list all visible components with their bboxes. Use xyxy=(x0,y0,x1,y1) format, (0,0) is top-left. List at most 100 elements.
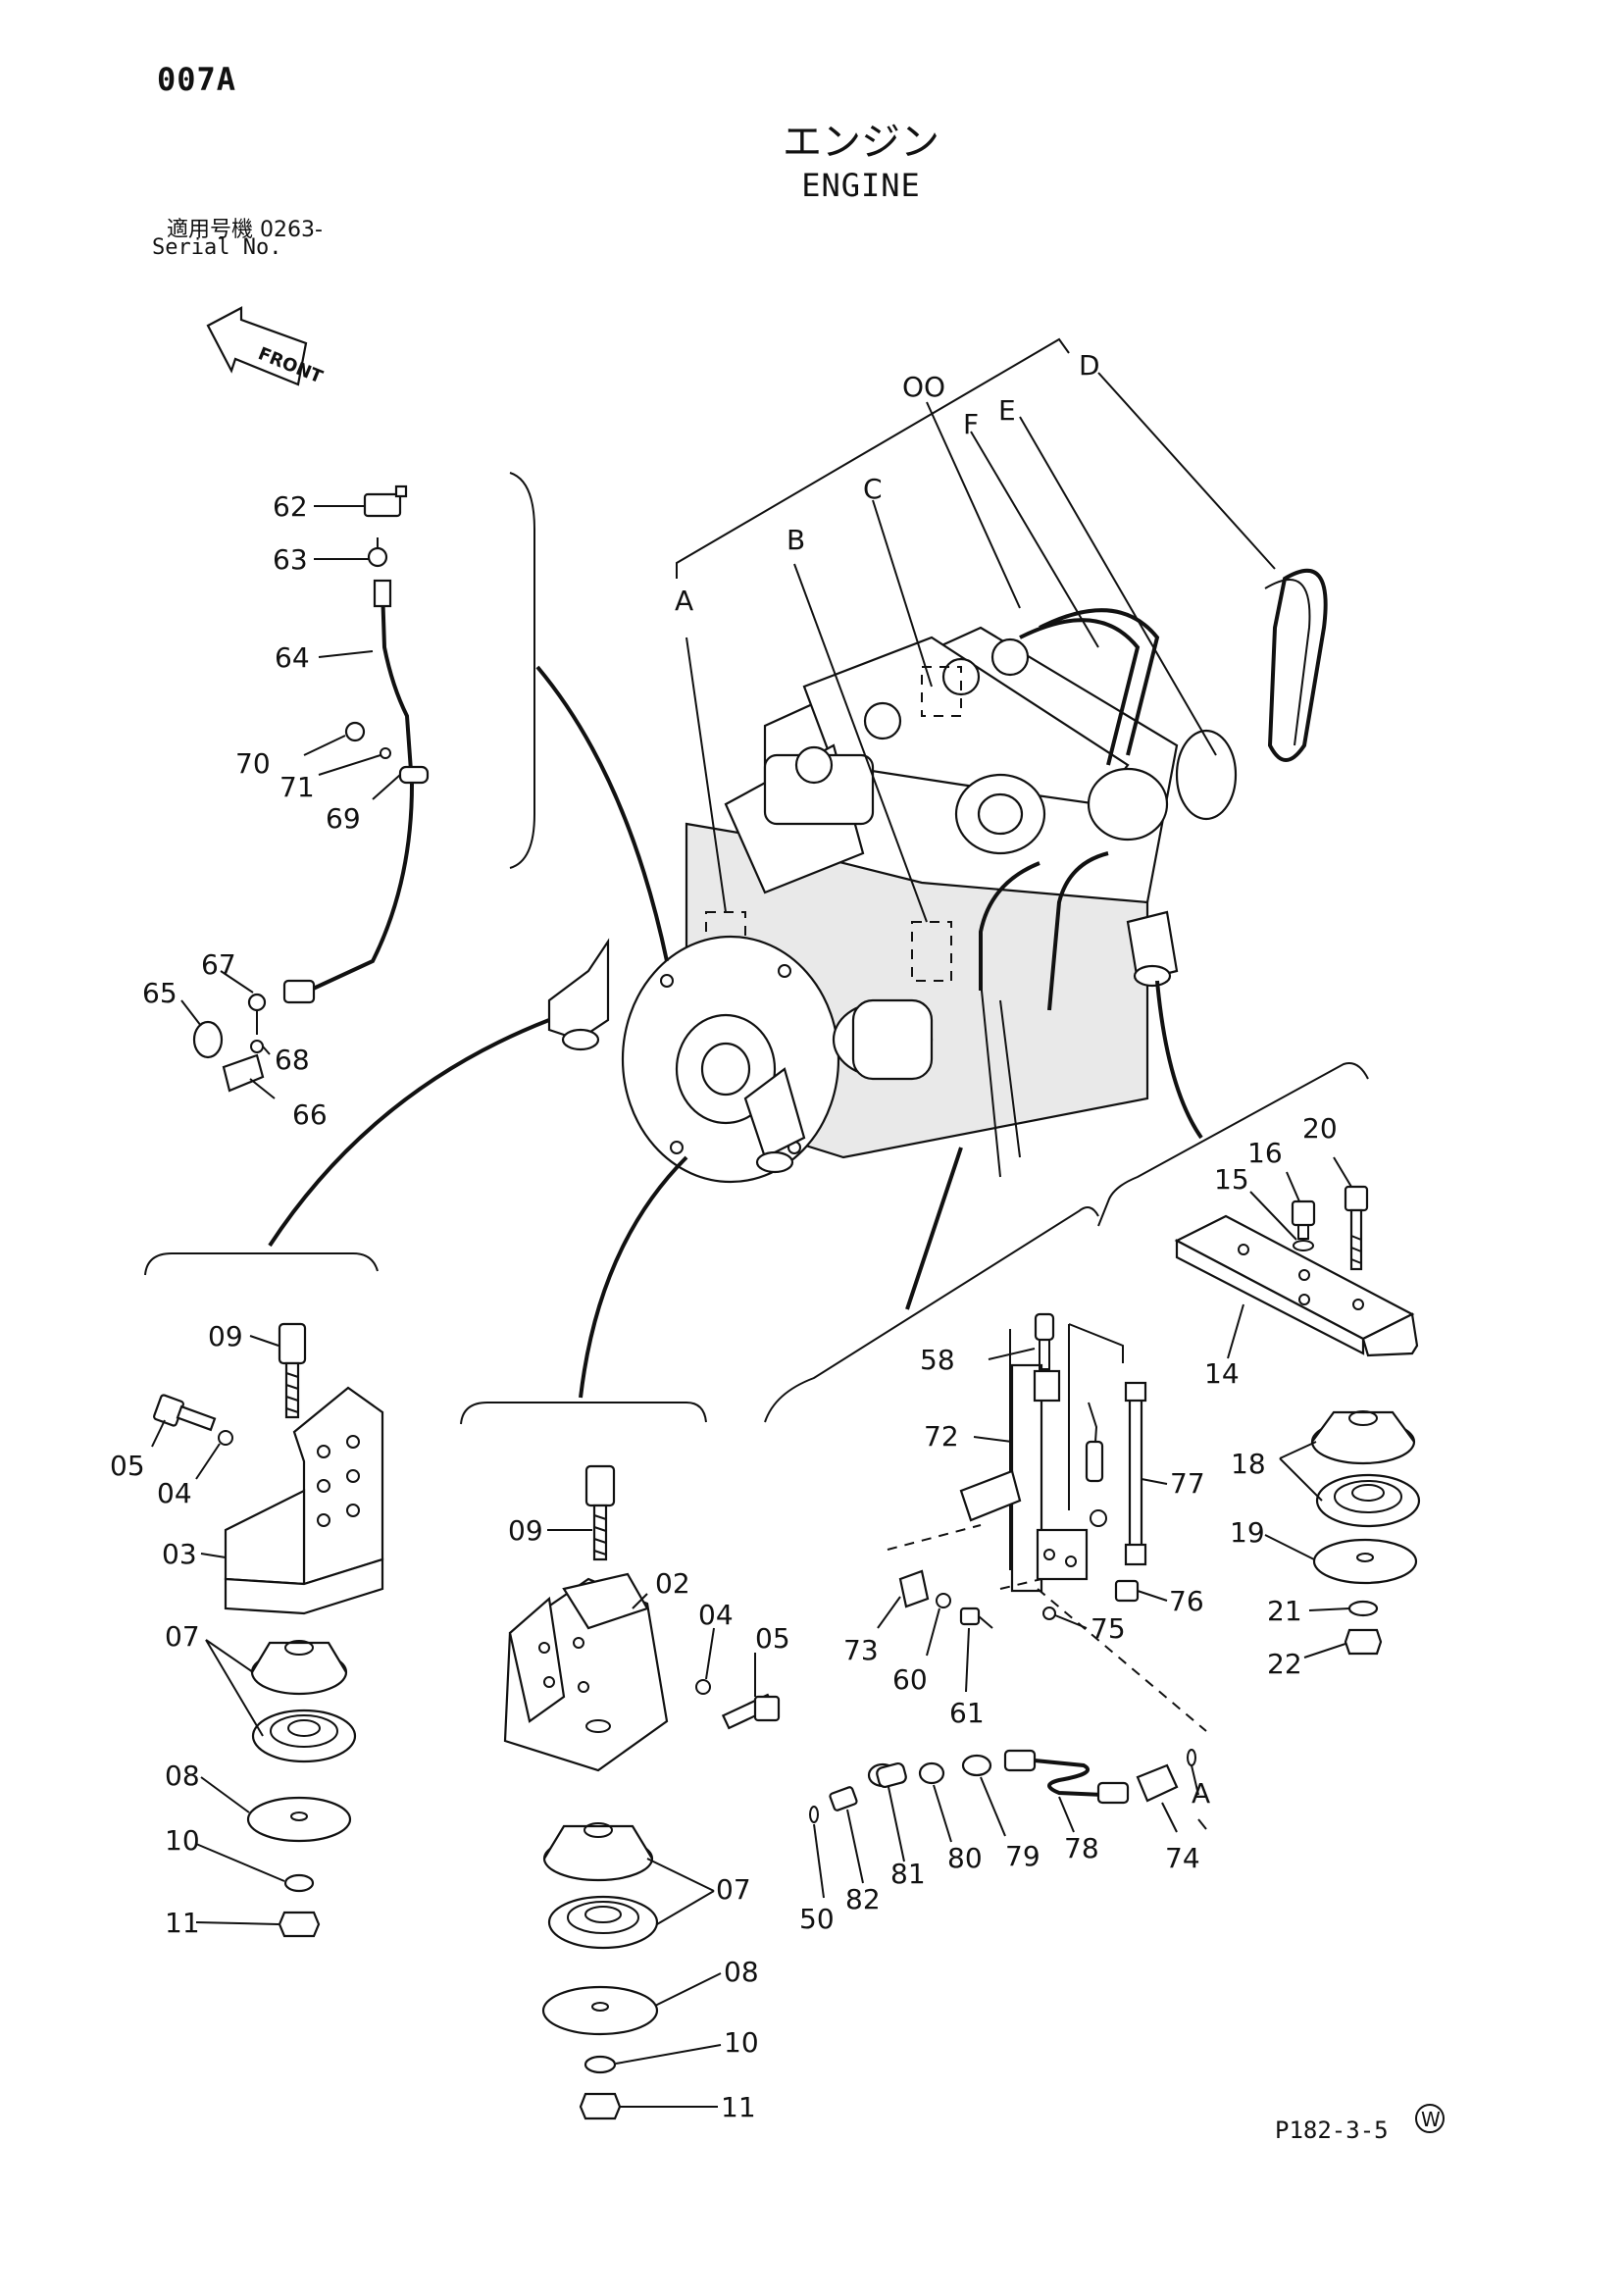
sensor-line-group: 58 72 77 76 75 73 60 61 50 82 81 80 79 7… xyxy=(799,1312,1210,1935)
serial-label-english: Serial No. xyxy=(152,235,282,260)
part-58-switch xyxy=(1034,1312,1055,1342)
part-74-tee xyxy=(1136,1763,1179,1803)
part-10-washer xyxy=(283,1873,315,1893)
callout-73: 73 xyxy=(843,1634,879,1666)
part-76-fitting xyxy=(1114,1579,1140,1603)
callout-76: 76 xyxy=(1169,1585,1204,1617)
part-50-oring xyxy=(809,1806,819,1823)
part-77-hose xyxy=(1128,1396,1143,1556)
part-70-bolt xyxy=(344,721,366,742)
callout-03: 03 xyxy=(162,1538,197,1570)
callout-68: 68 xyxy=(275,1044,310,1076)
callout-05-center: 05 xyxy=(755,1622,790,1655)
part-11-nut xyxy=(278,1911,321,1938)
center-mount-group: 09 02 04 05 07 08 10 11 xyxy=(503,1464,790,2123)
part-73-clip xyxy=(898,1569,930,1608)
part-04-washer xyxy=(218,1430,233,1446)
callout-63: 63 xyxy=(273,543,308,576)
part-22-nut xyxy=(1344,1628,1383,1656)
callout-70: 70 xyxy=(235,747,271,780)
callout-a-fitting: A xyxy=(1192,1777,1210,1810)
callout-79: 79 xyxy=(1005,1840,1040,1872)
part-71-washer xyxy=(380,747,391,759)
callout-18: 18 xyxy=(1231,1448,1266,1480)
callout-04-center: 04 xyxy=(698,1599,734,1631)
group-letter-f: F xyxy=(963,408,979,440)
callout-65: 65 xyxy=(142,977,178,1009)
callout-71: 71 xyxy=(279,771,315,803)
serial-label-japanese: 適用号機 0263- xyxy=(167,218,323,242)
part-04-washer-center xyxy=(695,1679,711,1695)
part-75-plug xyxy=(1042,1607,1056,1620)
part-69-clip xyxy=(398,765,430,785)
part-21-washer xyxy=(1347,1600,1379,1617)
part-68-washer xyxy=(250,1040,264,1053)
callout-62: 62 xyxy=(273,490,308,523)
callout-07-left: 07 xyxy=(165,1620,200,1653)
part-61-bolt xyxy=(959,1607,981,1626)
callout-08-center: 08 xyxy=(724,1956,759,1988)
callout-61: 61 xyxy=(949,1697,985,1729)
callout-80: 80 xyxy=(947,1842,983,1874)
part-09-bolt-head xyxy=(278,1322,307,1365)
callout-11-left: 11 xyxy=(165,1907,200,1939)
front-arrow-icon: FRONT xyxy=(206,306,326,388)
part-16-bolt xyxy=(1291,1199,1316,1227)
part-60-washer xyxy=(936,1593,951,1608)
callout-77: 77 xyxy=(1170,1467,1205,1500)
part-67-bolt xyxy=(247,993,267,1012)
part-10-washer-center xyxy=(584,2055,617,2074)
callout-20: 20 xyxy=(1302,1112,1338,1145)
callout-05-left: 05 xyxy=(110,1450,145,1482)
callout-02: 02 xyxy=(655,1567,690,1600)
callout-72: 72 xyxy=(924,1420,959,1453)
callout-10-left: 10 xyxy=(165,1824,200,1857)
callout-04-left: 04 xyxy=(157,1477,192,1509)
callout-11-center: 11 xyxy=(721,2091,756,2123)
engine-assembly xyxy=(547,568,1328,1184)
callout-64: 64 xyxy=(275,641,310,674)
part-15-washer xyxy=(1293,1240,1314,1251)
part-64-tube xyxy=(308,587,415,993)
title-english: ENGINE xyxy=(801,167,921,204)
callout-22: 22 xyxy=(1267,1648,1302,1680)
callout-74: 74 xyxy=(1165,1842,1200,1874)
part-58-switch-mount xyxy=(1033,1369,1061,1403)
callout-82: 82 xyxy=(845,1883,881,1915)
callout-81: 81 xyxy=(890,1858,926,1890)
callout-09-center: 09 xyxy=(508,1514,543,1547)
watermark-icon: W xyxy=(1415,2104,1445,2133)
page-code: P182-3-5 xyxy=(1275,2117,1389,2144)
dipstick-group-brace xyxy=(509,472,535,869)
callout-09-left: 09 xyxy=(208,1320,243,1352)
dipstick-group: 62 63 64 70 71 69 67 65 68 66 xyxy=(142,485,430,1131)
callout-78: 78 xyxy=(1064,1832,1099,1864)
callout-50: 50 xyxy=(799,1903,835,1935)
callout-69: 69 xyxy=(326,802,361,835)
part-63 xyxy=(367,546,388,568)
group-letter-e: E xyxy=(998,394,1016,427)
part-78-hose-end xyxy=(1003,1749,1037,1772)
callout-15: 15 xyxy=(1214,1163,1249,1196)
group-letter-c: C xyxy=(863,473,883,505)
part-65-elbow xyxy=(192,1020,224,1059)
diagram-id: 007A xyxy=(157,61,237,98)
part-79-fitting xyxy=(961,1754,992,1777)
part-11-nut-center xyxy=(579,2092,622,2120)
group-letter-oo: OO xyxy=(902,371,945,403)
leader-curves xyxy=(268,665,1203,1399)
part-03-bracket xyxy=(292,1386,384,1586)
callout-21: 21 xyxy=(1267,1595,1302,1627)
part-14-bracket xyxy=(1174,1214,1415,1341)
callout-60: 60 xyxy=(892,1663,928,1696)
callout-66: 66 xyxy=(292,1098,328,1131)
group-letter-b: B xyxy=(787,524,805,556)
watermark-letter: W xyxy=(1421,2108,1441,2131)
left-mount-group: 09 05 04 03 07 08 10 11 xyxy=(110,1320,384,1939)
callout-75: 75 xyxy=(1091,1612,1126,1645)
right-mount-group: 16 20 15 14 18 19 21 22 xyxy=(1174,1112,1421,1680)
callout-10-center: 10 xyxy=(724,2026,759,2059)
group-letter-a: A xyxy=(675,585,693,617)
part-66-block xyxy=(222,1053,265,1093)
